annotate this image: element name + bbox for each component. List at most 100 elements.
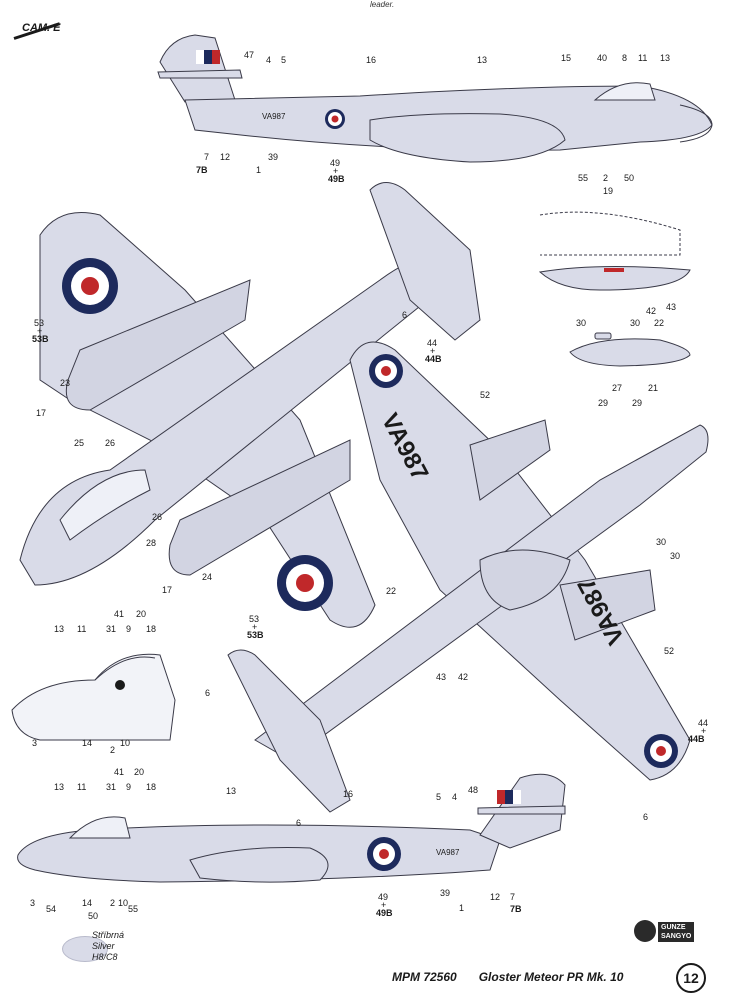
callout: 8 [622,53,628,63]
callout: 41 [114,767,125,777]
silver-color-swatch [62,936,108,962]
callout: 13 [54,624,65,634]
plan-view-under [227,341,709,813]
page-number: 12 [676,963,706,993]
callout: 53 [249,614,260,624]
callout: 5 [281,55,287,65]
leader-text: leader. [370,0,395,9]
callout: 13 [226,786,237,796]
callout: 31 [106,782,117,792]
legend-czech: Stříbrná [92,930,125,940]
callout: 14 [82,898,93,908]
callout: 1 [459,903,465,913]
callout: 20 [136,609,147,619]
callout: 49B [328,174,345,184]
callout: 12 [220,152,231,162]
callout: 12 [490,892,501,902]
color-legend: Stříbrná Silver H8/C8 [92,930,124,963]
callout: 53B [247,630,264,640]
legend-paint-code: H8/C8 [92,952,118,962]
callout: 22 [654,318,665,328]
callout: 54 [46,904,57,914]
callout: 2 [110,898,116,908]
callout: 7B [196,165,208,175]
callout: 6 [205,688,211,698]
callout: 7B [510,904,522,914]
callout: 47 [244,50,255,60]
callout: 26 [152,512,163,522]
callout: 11 [638,53,648,63]
callout: 40 [597,53,608,63]
callout: 52 [664,646,675,656]
callout: 5 [436,792,442,802]
callout: 13 [54,782,65,792]
callout: 11 [77,782,87,792]
callout: 18 [146,624,157,634]
callout: 6 [296,818,302,828]
roundel-side-top [325,109,345,129]
callout: 6 [402,310,408,320]
callout: 41 [114,609,125,619]
callout-plus: + [381,900,387,910]
callout: 16 [343,789,354,799]
gunze-sangyo-logo: GUNZE SANGYO [634,918,710,946]
callout: 23 [60,378,71,388]
callout: 43 [436,672,447,682]
logo-disc-icon [634,920,656,942]
callout: 4 [452,792,458,802]
callout: 50 [624,173,635,183]
callout-plus: + [333,166,339,176]
serial-side-top: VA987 [262,112,286,121]
callout: 53B [32,334,49,344]
callout: 30 [670,551,681,561]
callout: 3 [30,898,36,908]
callout: 6 [643,812,649,822]
callout: 39 [440,888,451,898]
callout: 16 [366,55,377,65]
callout: 48 [468,785,479,795]
callout: 42 [458,672,469,682]
callout: 2 [110,745,116,755]
callout: 49 [378,892,389,902]
callout: 49B [376,908,393,918]
callout: 1 [256,165,262,175]
callout-plus: + [430,346,436,356]
callout: 13 [660,53,671,63]
callout: 30 [630,318,641,328]
callout: 10 [118,898,129,908]
callout: 18 [146,782,157,792]
callout: 39 [268,152,279,162]
callout: 28 [146,538,157,548]
plan-view-upper [19,182,481,628]
callout: 3 [32,738,38,748]
callout: 10 [120,738,131,748]
callout: 25 [74,438,85,448]
callout: 44 [698,718,709,728]
callout: 9 [126,624,132,634]
callout: 24 [202,572,213,582]
callout: 11 [77,624,87,634]
callout: 21 [648,383,659,393]
legend-english: Silver [92,941,115,951]
callout: 44B [425,354,442,364]
callout: 17 [36,408,47,418]
callout: 50 [88,911,99,921]
callout: 7 [510,892,516,902]
cockpit-detail [11,653,176,741]
kit-title: Gloster Meteor PR Mk. 10 [478,970,624,984]
callout: 4 [266,55,272,65]
callout: 52 [480,390,491,400]
callout: 26 [105,438,116,448]
callout-plus: + [701,726,707,736]
callout: 9 [126,782,132,792]
callout: 13 [477,55,488,65]
callout: 53 [34,318,45,328]
kit-code: MPM 72560 [392,970,457,984]
callout: 30 [656,537,667,547]
callout: 7 [204,152,210,162]
callout: 44 [427,338,438,348]
side-profile-bottom [17,773,566,883]
callout: 43 [666,302,677,312]
